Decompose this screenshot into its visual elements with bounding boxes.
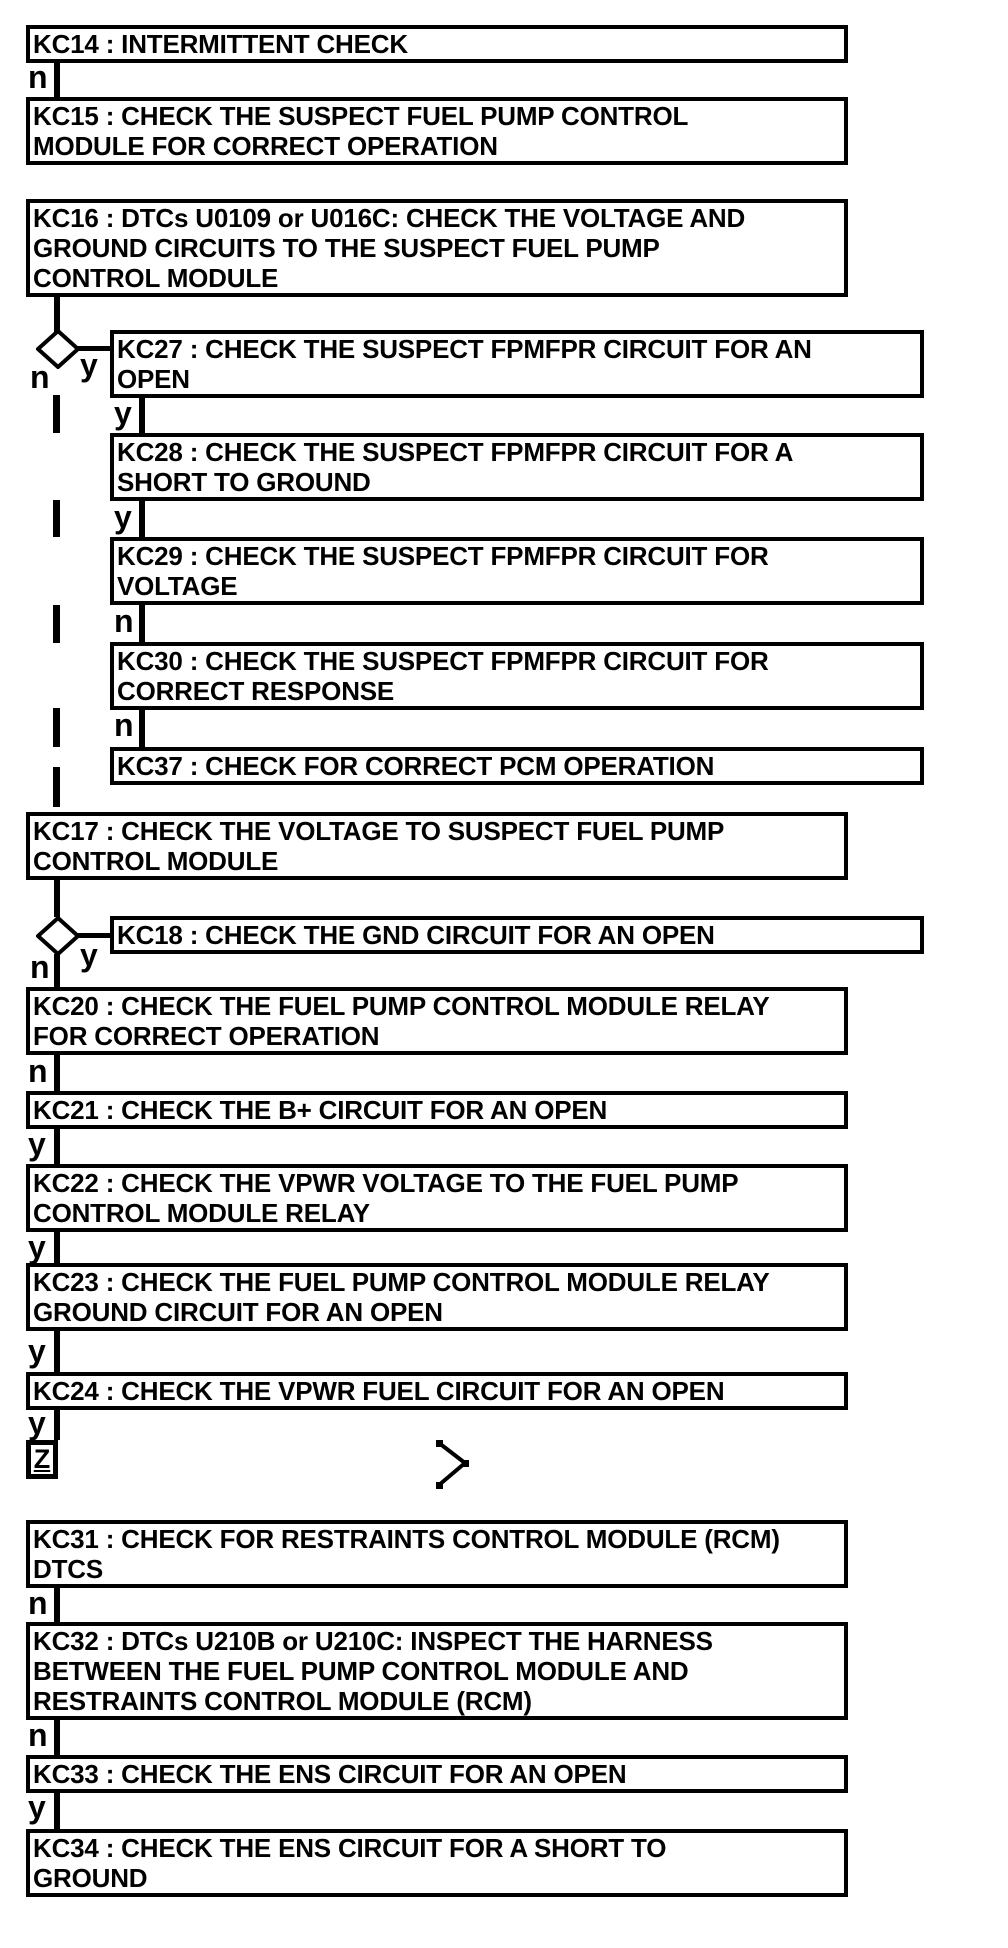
node-kc34: KC34 : CHECK THE ENS CIRCUIT FOR A SHORT… (26, 1829, 848, 1897)
node-kc16: KC16 : DTCs U0109 or U016C: CHECK THE VO… (26, 199, 848, 297)
edge-kc31-kc32-line (54, 1588, 60, 1622)
node-text: KC14 : INTERMITTENT CHECK (33, 29, 408, 59)
node-text: RESTRAINTS CONTROL MODULE (RCM) (33, 1686, 532, 1716)
edge-kc27-kc28-line (139, 398, 145, 433)
edge-kc20-kc21-label: n (28, 1053, 48, 1089)
node-kc29: KC29 : CHECK THE SUSPECT FPMFPR CIRCUIT … (110, 537, 924, 605)
edge-d1-yes-label: y (80, 347, 98, 383)
node-kc22: KC22 : CHECK THE VPWR VOLTAGE TO THE FUE… (26, 1164, 848, 1232)
node-text: KC16 : DTCs U0109 or U016C: CHECK THE VO… (33, 203, 746, 233)
edge-kc17-d2-line (54, 880, 60, 917)
node-text: KC32 : DTCs U210B or U210C: INSPECT THE … (33, 1626, 713, 1656)
node-text: GROUND CIRCUITS TO THE SUSPECT FUEL PUMP (33, 233, 660, 263)
node-kc32: KC32 : DTCs U210B or U210C: INSPECT THE … (26, 1622, 848, 1720)
node-text: CONTROL MODULE (33, 263, 279, 293)
edge-kc28-kc29-label: y (114, 499, 132, 535)
node-text: KC29 : CHECK THE SUSPECT FPMFPR CIRCUIT … (117, 541, 769, 571)
node-text: BETWEEN THE FUEL PUMP CONTROL MODULE AND (33, 1656, 689, 1686)
node-kc14: KC14 : INTERMITTENT CHECK (26, 25, 848, 63)
edge-d1-kc17-dash (53, 605, 60, 643)
edge-kc16-d1-line (54, 297, 60, 332)
edge-d1-kc17-dash (53, 708, 60, 747)
node-text: FOR CORRECT OPERATION (33, 1021, 380, 1051)
edge-kc23-kc24-line (54, 1331, 60, 1372)
node-text: OPEN (117, 364, 190, 394)
node-text: KC21 : CHECK THE B+ CIRCUIT FOR AN OPEN (33, 1095, 608, 1125)
edge-kc33-kc34-label: y (28, 1789, 46, 1825)
node-kc28: KC28 : CHECK THE SUSPECT FPMFPR CIRCUIT … (110, 433, 924, 501)
edge-kc32-kc33-line (54, 1720, 60, 1755)
node-text: KC15 : CHECK THE SUSPECT FUEL PUMP CONTR… (33, 101, 689, 131)
node-text: DTCS (33, 1554, 103, 1584)
node-text: KC22 : CHECK THE VPWR VOLTAGE TO THE FUE… (33, 1168, 739, 1198)
node-text: KC23 : CHECK THE FUEL PUMP CONTROL MODUL… (33, 1267, 770, 1297)
continuation-chevron-icon (436, 1440, 469, 1489)
node-text: GROUND CIRCUIT FOR AN OPEN (33, 1297, 443, 1327)
edge-kc32-kc33-label: n (28, 1717, 48, 1753)
edge-kc14-kc15-label: n (28, 59, 48, 95)
node-text: CONTROL MODULE (33, 846, 279, 876)
edge-kc31-kc32-label: n (28, 1585, 48, 1621)
edge-d1-kc17-dash (53, 500, 60, 537)
edge-d1-kc27-line (77, 346, 110, 351)
edge-kc29-kc30-label: n (114, 603, 134, 639)
edge-kc28-kc29-line (139, 501, 145, 537)
decision-diamond-1 (36, 329, 80, 369)
edge-kc24-z-label: y (28, 1405, 46, 1441)
edge-d1-kc17-dash (53, 395, 60, 433)
edge-kc30-kc37-label: n (114, 707, 134, 743)
node-kc33: KC33 : CHECK THE ENS CIRCUIT FOR AN OPEN (26, 1755, 848, 1793)
node-text: GROUND (33, 1863, 148, 1893)
node-text: CONTROL MODULE RELAY (33, 1198, 370, 1228)
node-text: KC30 : CHECK THE SUSPECT FPMFPR CIRCUIT … (117, 646, 769, 676)
node-text: KC31 : CHECK FOR RESTRAINTS CONTROL MODU… (33, 1524, 780, 1554)
node-text: KC33 : CHECK THE ENS CIRCUIT FOR AN OPEN (33, 1759, 627, 1789)
edge-d2-kc18-line (77, 933, 110, 938)
edge-kc30-kc37-line (139, 710, 145, 747)
edge-kc33-kc34-line (54, 1793, 60, 1829)
node-kc23: KC23 : CHECK THE FUEL PUMP CONTROL MODUL… (26, 1263, 848, 1331)
node-text: CORRECT RESPONSE (117, 676, 395, 706)
edge-kc21-kc22-line (54, 1129, 60, 1164)
node-kc15: KC15 : CHECK THE SUSPECT FUEL PUMP CONTR… (26, 97, 848, 165)
node-text: KC27 : CHECK THE SUSPECT FPMFPR CIRCUIT … (117, 334, 812, 364)
node-kc17: KC17 : CHECK THE VOLTAGE TO SUSPECT FUEL… (26, 812, 848, 880)
node-text: MODULE FOR CORRECT OPERATION (33, 131, 498, 161)
edge-kc23-kc24-label: y (28, 1333, 46, 1369)
node-kc20: KC20 : CHECK THE FUEL PUMP CONTROL MODUL… (26, 987, 848, 1055)
node-text: KC34 : CHECK THE ENS CIRCUIT FOR A SHORT… (33, 1833, 667, 1863)
node-kc31: KC31 : CHECK FOR RESTRAINTS CONTROL MODU… (26, 1520, 848, 1588)
node-text: SHORT TO GROUND (117, 467, 371, 497)
edge-d1-no-label: n (30, 359, 50, 395)
offpage-connector-z: Z (26, 1440, 58, 1479)
edge-kc27-kc28-label: y (114, 395, 132, 431)
node-kc37: KC37 : CHECK FOR CORRECT PCM OPERATION (110, 747, 924, 785)
edge-kc21-kc22-label: y (28, 1126, 46, 1162)
edge-kc22-kc23-label: y (28, 1229, 46, 1265)
edge-kc22-kc23-line (54, 1232, 60, 1263)
node-kc30: KC30 : CHECK THE SUSPECT FPMFPR CIRCUIT … (110, 642, 924, 710)
edge-d2-no-label: n (30, 949, 50, 985)
edge-d2-kc20-line (54, 954, 60, 987)
edge-kc20-kc21-line (54, 1055, 60, 1091)
node-text: KC37 : CHECK FOR CORRECT PCM OPERATION (117, 751, 715, 781)
node-kc18: KC18 : CHECK THE GND CIRCUIT FOR AN OPEN (110, 916, 924, 954)
edge-d2-yes-label: y (80, 937, 98, 973)
node-kc24: KC24 : CHECK THE VPWR FUEL CIRCUIT FOR A… (26, 1372, 848, 1410)
edge-kc29-kc30-line (139, 605, 145, 642)
node-text: KC28 : CHECK THE SUSPECT FPMFPR CIRCUIT … (117, 437, 794, 467)
node-text: VOLTAGE (117, 571, 238, 601)
node-kc27: KC27 : CHECK THE SUSPECT FPMFPR CIRCUIT … (110, 330, 924, 398)
edge-kc14-kc15-line (54, 62, 60, 97)
node-text: KC17 : CHECK THE VOLTAGE TO SUSPECT FUEL… (33, 816, 725, 846)
node-kc21: KC21 : CHECK THE B+ CIRCUIT FOR AN OPEN (26, 1091, 848, 1129)
node-text: KC20 : CHECK THE FUEL PUMP CONTROL MODUL… (33, 991, 770, 1021)
edge-d1-kc17-dash (53, 767, 60, 807)
node-text: KC18 : CHECK THE GND CIRCUIT FOR AN OPEN (117, 920, 715, 950)
edge-kc24-z-line (54, 1410, 60, 1440)
node-text: KC24 : CHECK THE VPWR FUEL CIRCUIT FOR A… (33, 1376, 725, 1406)
